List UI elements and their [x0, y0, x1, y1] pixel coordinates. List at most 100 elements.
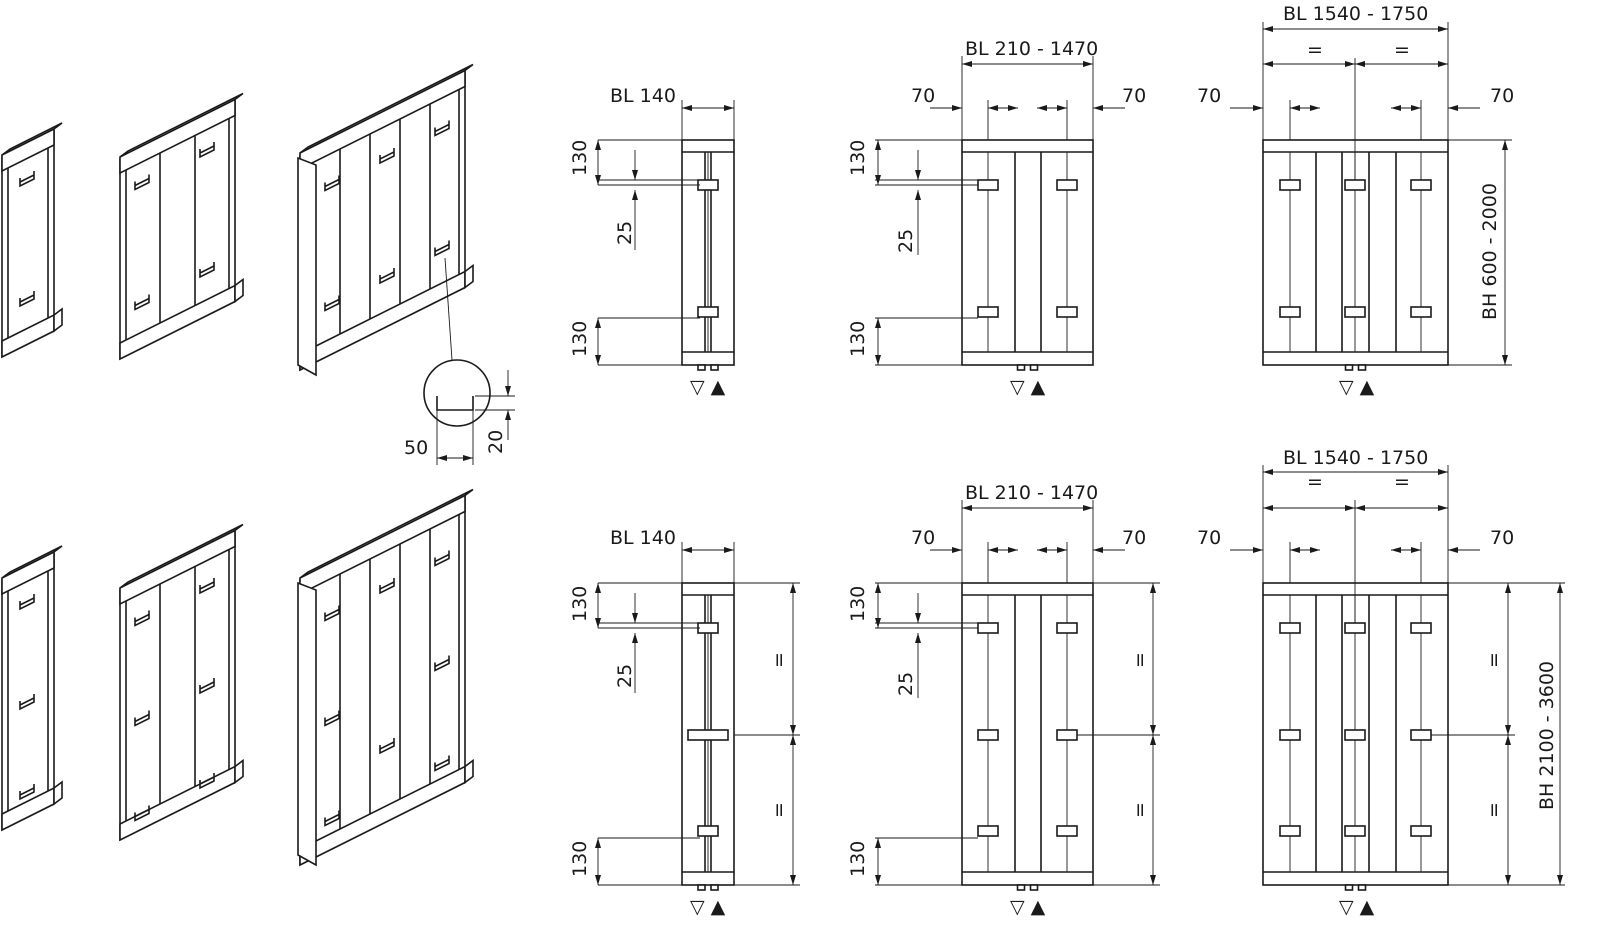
side-right-label: 70 — [1122, 85, 1146, 107]
top-panel-1540-bracket — [1279, 306, 1301, 318]
bottom-panel-1540-bracket — [1279, 622, 1301, 634]
iso-top-large-bracket — [434, 240, 450, 257]
iso-top-medium-bottom-header-side — [234, 277, 244, 304]
connection-symbols: ▽ ▲ — [1339, 896, 1375, 918]
equal-left-label: = — [1307, 39, 1323, 61]
top-panel-1540-bracket — [1410, 179, 1432, 191]
bottom-panel-140-bracket — [697, 622, 719, 634]
detail-height-label: 20 — [485, 430, 507, 454]
detail-labels: 50 20 — [404, 430, 507, 459]
iso-bottom-small-top-header — [1, 550, 55, 596]
detail-leader-line — [444, 257, 453, 361]
bottom-panel-1540-bracket — [1344, 622, 1366, 634]
bottom-panel-1540-bracket — [1344, 729, 1366, 741]
top-panel-140-bracket — [697, 306, 719, 318]
detail-circle — [423, 359, 491, 427]
bottom-panel-140-bracket — [697, 825, 719, 837]
dim-bottom-label: 130 — [847, 321, 869, 357]
iso-bottom-medium-bottom-header-side — [234, 758, 244, 785]
side-right-label: 70 — [1490, 527, 1514, 549]
dim-bracket-label: 25 — [614, 221, 636, 245]
bottom-panel-1540-connection-right — [1357, 884, 1367, 891]
bottom-panel-140-connection-right — [710, 884, 719, 891]
bottom-panel-1540-bracket — [1279, 729, 1301, 741]
top-panel-140-connection-right — [710, 364, 719, 371]
dim-top-label: 130 — [569, 586, 591, 622]
height-label: BH 2100 - 3600 — [1536, 661, 1558, 810]
iso-top-small-bracket — [19, 171, 35, 188]
iso-bottom-medium-bracket — [199, 773, 215, 790]
dim-bracket-label: 25 — [614, 664, 636, 688]
height-label: BH 600 - 2000 — [1479, 183, 1501, 320]
bottom-panel-210-bracket — [977, 622, 999, 634]
iso-top-large-second-rail — [297, 156, 317, 377]
bottom-panel-1540-bracket — [1279, 825, 1301, 837]
equal-upper-label: = — [768, 652, 790, 668]
bottom-panel-1540-bracket — [1410, 729, 1432, 741]
iso-bottom-large-bracket — [379, 578, 395, 595]
iso-bottom-small-bracket — [19, 694, 35, 711]
connection-symbols: ▽ ▲ — [690, 376, 726, 398]
bottom-panel-210-connection-right — [1029, 884, 1039, 891]
iso-bottom-large-bracket — [434, 550, 450, 567]
side-right-label: 70 — [1490, 85, 1514, 107]
width-label: BL 140 — [610, 85, 676, 107]
width-label: BL 1540 - 1750 — [1283, 3, 1428, 25]
iso-top-large-bracket — [379, 148, 395, 165]
iso-bottom-large-bottom-header-side — [464, 758, 474, 785]
iso-top-large-bottom-header-side — [464, 263, 474, 290]
iso-bottom-small-body — [1, 552, 55, 832]
iso-top-large-bracket — [379, 268, 395, 285]
width-label: BL 210 - 1470 — [965, 482, 1098, 504]
side-left-label: 70 — [911, 85, 935, 107]
width-label: BL 1540 - 1750 — [1283, 447, 1428, 469]
bottom-panel-210-bracket — [1056, 622, 1078, 634]
equal-lower-label: = — [1129, 802, 1151, 818]
iso-bottom-small-bracket — [19, 594, 35, 611]
iso-top-medium-bracket — [134, 294, 150, 311]
connection-symbols: ▽ ▲ — [690, 896, 726, 918]
bottom-panel-210-bracket — [1056, 825, 1078, 837]
iso-bottom-medium-bracket — [199, 678, 215, 695]
top-panel-210-bracket — [977, 179, 999, 191]
iso-bottom-large-bracket — [324, 605, 340, 622]
side-left-label: 70 — [1197, 85, 1221, 107]
dim-top-label: 130 — [569, 140, 591, 176]
bottom-panel-140-center-bracket — [687, 729, 729, 741]
iso-top-medium-bracket — [199, 262, 215, 279]
bottom-panel-1540-connection-left — [1344, 884, 1354, 891]
dim-bottom-label: 130 — [847, 841, 869, 877]
top-panel-140-connection-left — [697, 364, 706, 371]
iso-bottom-small-bottom-header-side — [53, 780, 63, 806]
bottom-panel-1540-bracket — [1410, 622, 1432, 634]
top-panel-140-labels: BL 140 130 25 130 ▽ ▲ — [569, 85, 726, 398]
side-left-label: 70 — [1197, 527, 1221, 549]
width-label: BL 210 - 1470 — [965, 38, 1098, 60]
bottom-panel-210-labels: BL 210 - 1470 70 70 130 25 130 = = ▽ ▲ — [847, 482, 1151, 918]
top-panel-140-bracket — [697, 179, 719, 191]
top-panel-210-connection-right — [1029, 364, 1039, 371]
connection-symbols: ▽ ▲ — [1010, 896, 1046, 918]
top-panel-1540-bracket — [1410, 306, 1432, 318]
equal-upper-label: = — [1483, 652, 1505, 668]
top-panel-1540-bracket — [1344, 179, 1366, 191]
dim-bracket-label: 25 — [895, 672, 917, 696]
bottom-panel-210-connection-left — [1016, 884, 1026, 891]
top-panel-1540-frame — [1262, 139, 1449, 366]
dim-top-label: 130 — [847, 140, 869, 176]
iso-bottom-medium-top-header — [119, 529, 236, 606]
dim-top-label: 130 — [847, 586, 869, 622]
iso-top-small-top-header — [1, 127, 55, 173]
iso-top-small-bottom-header-side — [53, 307, 63, 333]
bottom-panel-1540-labels: BL 1540 - 1750 = = 70 70 = = BH 2100 - 3… — [1197, 447, 1558, 918]
top-panel-210-bracket — [1056, 179, 1078, 191]
top-panel-210-labels: BL 210 - 1470 70 70 130 25 130 ▽ ▲ — [847, 38, 1146, 398]
iso-bottom-large-bracket — [379, 738, 395, 755]
iso-bottom-large-bracket — [324, 710, 340, 727]
equal-left-label: = — [1307, 471, 1323, 493]
top-panel-1540-connection-right — [1357, 364, 1367, 371]
bottom-panel-140-labels: BL 140 130 25 130 = = ▽ ▲ — [569, 527, 790, 918]
equal-right-label: = — [1394, 471, 1410, 493]
iso-bottom-medium-bracket — [134, 805, 150, 822]
